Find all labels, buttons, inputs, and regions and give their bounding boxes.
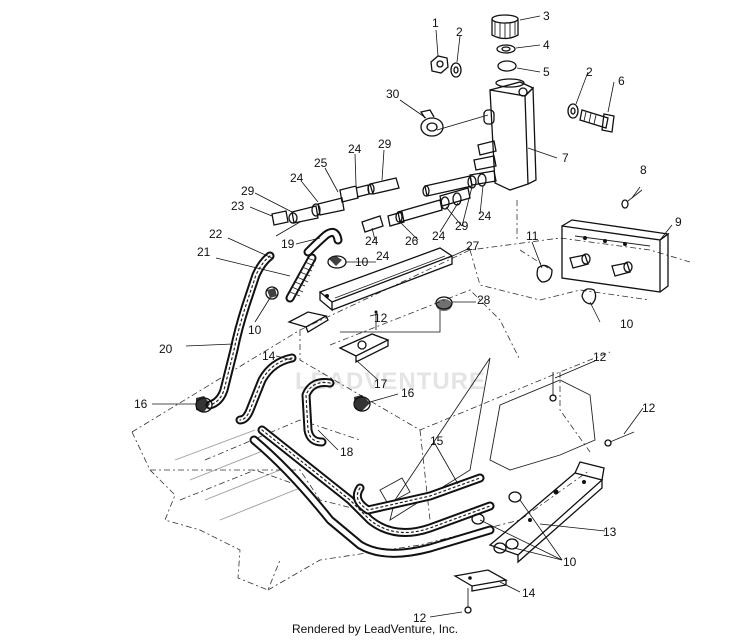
callout-8: 8 (640, 163, 647, 177)
tubes-upper (271, 173, 487, 233)
callout-9: 9 (675, 215, 682, 229)
callout-14b: 14 (522, 586, 536, 600)
callout-24b: 24 (290, 171, 304, 185)
callout-28: 28 (477, 293, 491, 307)
callout-15: 15 (430, 434, 444, 448)
callout-16b: 16 (401, 386, 415, 400)
callout-24c: 24 (365, 234, 379, 248)
rivet-8 (621, 189, 643, 209)
plate-10 (287, 311, 329, 333)
coolant-tank-7 (469, 78, 537, 191)
callout-2: 2 (456, 25, 463, 39)
callout-10b: 10 (248, 323, 262, 337)
leader-lines (152, 15, 673, 618)
callout-20: 20 (159, 342, 173, 356)
rivet-12-right (604, 431, 635, 447)
callout-18: 18 (340, 445, 354, 459)
callout-5: 5 (543, 65, 550, 79)
clip-11 (536, 264, 553, 283)
callout-labels: 1 2 3 4 5 2 6 30 7 29 24 25 24 29 23 24 … (134, 9, 682, 625)
watermark: LEADVENTURE (295, 368, 486, 395)
filler-cap-3 (491, 14, 519, 40)
washer-2 (450, 62, 462, 78)
callout-29c: 29 (455, 219, 469, 233)
rivet-12-center (374, 310, 378, 330)
hose-clamp-30 (419, 109, 444, 137)
callout-25: 25 (314, 156, 328, 170)
clamp-10-upper (327, 255, 347, 269)
nut-28 (435, 296, 453, 311)
washer-2-right (567, 103, 579, 119)
callout-4: 4 (543, 38, 550, 52)
bracket-13 (488, 461, 605, 564)
callout-29a: 29 (378, 137, 392, 151)
callout-21: 21 (197, 245, 211, 259)
callout-10c: 10 (620, 317, 634, 331)
rivet-12-bottom (464, 588, 472, 614)
rendered-by-footer: Rendered by LeadVenture, Inc. (291, 622, 459, 636)
chassis-frame (131, 200, 691, 591)
callout-13: 13 (603, 525, 617, 539)
hoses (205, 227, 495, 558)
rail-9 (561, 219, 670, 293)
callout-19: 19 (281, 237, 295, 251)
callout-26: 26 (405, 234, 419, 248)
callout-1: 1 (432, 16, 439, 30)
callout-27: 27 (466, 239, 480, 253)
rivet-12-mid (549, 372, 557, 402)
callout-14a: 14 (262, 349, 276, 363)
clamp-10-left (265, 286, 279, 300)
clamp-16-right (353, 395, 371, 412)
callout-10a: 10 (355, 255, 369, 269)
callout-24f: 24 (376, 249, 390, 263)
bolt-6 (579, 109, 615, 133)
callout-12c: 12 (642, 401, 656, 415)
callout-30: 30 (386, 87, 400, 101)
callout-22: 22 (209, 227, 223, 241)
callout-12a: 12 (374, 311, 388, 325)
callout-12d: 12 (413, 611, 427, 625)
gasket-4 (496, 44, 516, 54)
clamp-16-left (195, 396, 213, 413)
callout-7: 7 (562, 151, 569, 165)
clamp-10-right (581, 288, 597, 305)
callout-11: 11 (526, 229, 539, 243)
callout-24d: 24 (478, 209, 492, 223)
bracket-17 (338, 333, 390, 364)
callout-2b: 2 (586, 65, 593, 79)
clamps-10-lower (471, 491, 522, 554)
callout-23: 23 (231, 199, 245, 213)
callout-24e: 24 (432, 229, 446, 243)
callout-16a: 16 (134, 397, 148, 411)
nut-1 (430, 55, 449, 74)
callout-17: 17 (374, 377, 388, 391)
callout-6: 6 (618, 74, 625, 88)
callout-10d: 10 (563, 555, 577, 569)
bracket-14-bottom (453, 569, 508, 592)
callout-12b: 12 (593, 350, 607, 364)
callout-3: 3 (543, 9, 550, 23)
callout-29b: 29 (241, 184, 255, 198)
callout-24a: 24 (348, 142, 362, 156)
o-ring-5 (497, 60, 517, 72)
